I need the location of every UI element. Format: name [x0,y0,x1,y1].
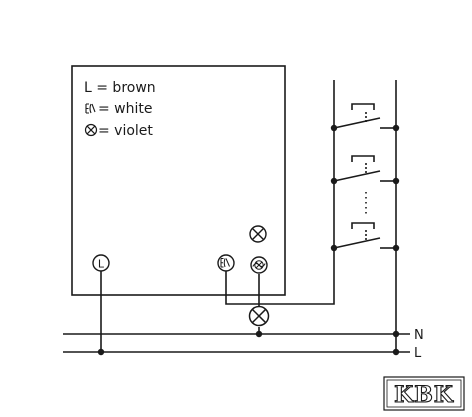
neutral-bus-label: N [414,328,424,343]
junction-dot [330,177,338,185]
push-button-input-icon [220,258,230,268]
junction-dots [97,124,400,356]
lamp-dimmer-icon [252,260,266,270]
junction-dot [392,244,400,252]
switch-feed-wire [225,80,335,305]
kbk-logo: KBK [383,376,465,411]
junction-dot [255,330,263,338]
device-box [71,65,286,296]
junction-dot [392,124,400,132]
junction-dot [392,177,400,185]
wiring-lines [63,65,410,353]
junction-dot [392,348,400,356]
lamp-legend-icon [84,123,98,137]
kbk-logo-text: KBK [394,382,454,408]
l-terminal-label: L [98,258,105,271]
legend: L = brown = white = violet [84,80,156,139]
lamp-output-terminal [250,256,268,274]
junction-dot [330,244,338,252]
push-button-input-terminal [217,254,235,272]
legend-item-white: = white [98,101,153,117]
junction-dot [97,348,105,356]
legend-item-brown: L = brown [84,80,156,96]
external-lamp [248,305,270,327]
junction-dot [392,330,400,338]
push-button-switch-1 [333,103,396,129]
push-button-switch-3 [333,222,396,249]
push-button-switch-2 [333,155,396,182]
l-terminal: L [92,254,110,272]
legend-item-violet: = violet [98,123,153,139]
lamp-indicator [249,225,267,243]
live-bus-label: L [414,346,422,361]
push-button-input-icon [85,103,96,114]
junction-dot [330,124,338,132]
